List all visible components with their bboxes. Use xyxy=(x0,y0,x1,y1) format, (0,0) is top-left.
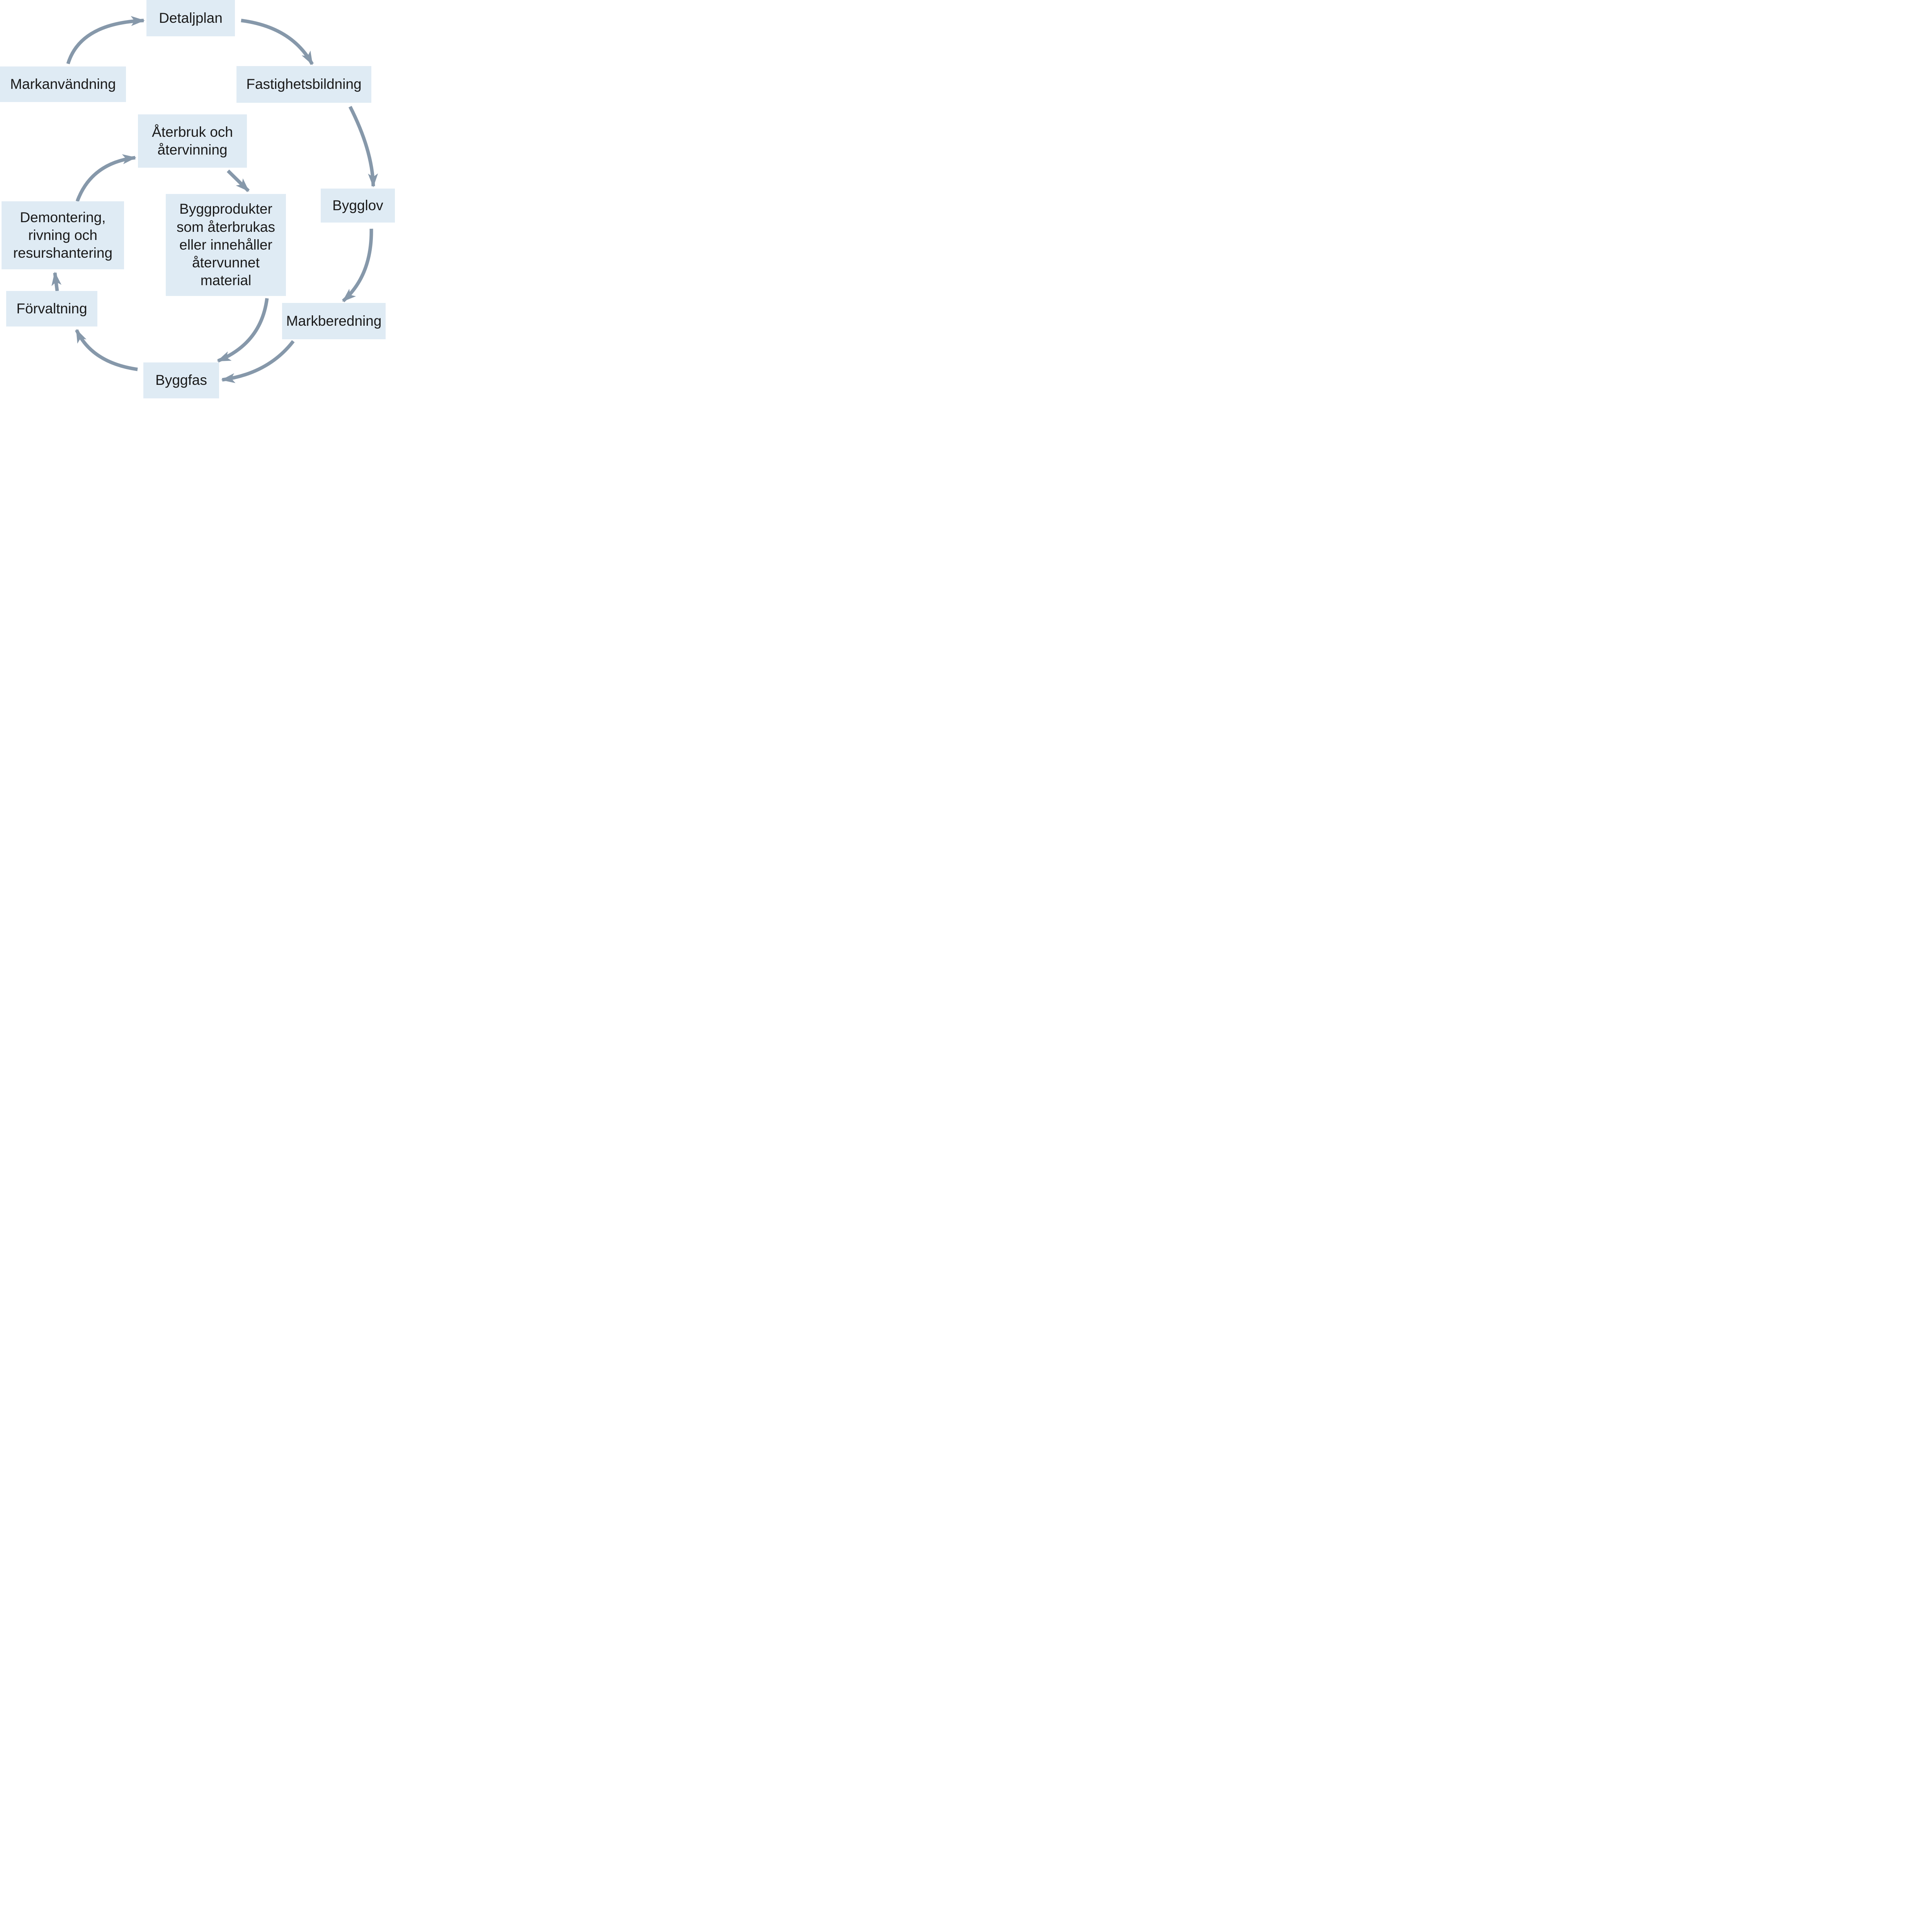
node-label-line: eller innehåller xyxy=(179,236,272,253)
node-label: Fastighetsbildning xyxy=(246,76,362,92)
node-byggprodukter: Byggprodukter som återbrukas eller inneh… xyxy=(166,194,286,296)
node-markanvandning: Markanvändning xyxy=(0,66,126,102)
arrows-layer xyxy=(51,16,378,383)
arrow-demontering-to-aterbruk xyxy=(75,154,136,202)
node-label-line: rivning och xyxy=(28,227,97,243)
node-label-line: återvinning xyxy=(157,142,228,158)
arrow-markanvandning-to-detaljplan xyxy=(66,16,145,65)
arrow-markberedning-to-byggfas xyxy=(221,340,295,383)
node-byggfas: Byggfas xyxy=(143,362,219,398)
node-forvaltning: Förvaltning xyxy=(6,291,97,327)
building-lifecycle-diagram: Detaljplan Markanvändning Fastighetsbild… xyxy=(0,0,395,398)
node-label-line: resurshantering xyxy=(13,245,113,261)
node-label-line: material xyxy=(200,272,252,289)
arrow-fastighetsbildning-to-bygglov xyxy=(348,105,378,187)
arrow-byggprodukter-to-byggfas xyxy=(217,298,269,363)
node-label: Markanvändning xyxy=(10,76,116,92)
arrow-bygglov-to-markberedning xyxy=(342,228,373,303)
node-label-line: återvunnet xyxy=(192,255,260,271)
node-label-line: Byggprodukter xyxy=(179,201,272,217)
node-label: Byggfas xyxy=(155,372,207,388)
node-label: Förvaltning xyxy=(16,300,87,316)
node-label: Bygglov xyxy=(332,197,383,213)
node-aterbruk-och-atervinning: Återbruk och återvinning xyxy=(138,114,247,168)
arrow-aterbruk-to-byggprodukter xyxy=(226,169,250,192)
arrow-forvaltning-to-demontering xyxy=(51,272,62,291)
node-fastighetsbildning: Fastighetsbildning xyxy=(236,66,371,103)
node-detaljplan: Detaljplan xyxy=(146,0,235,36)
node-markberedning: Markberedning xyxy=(282,303,386,339)
node-bygglov: Bygglov xyxy=(321,189,395,223)
node-label: Detaljplan xyxy=(159,10,223,26)
arrow-byggfas-to-forvaltning xyxy=(75,329,138,371)
node-label: Markberedning xyxy=(286,313,382,329)
arrow-detaljplan-to-fastighetsbildning xyxy=(241,19,314,65)
node-demontering: Demontering, rivning och resurshantering xyxy=(2,201,124,269)
node-label-line: som återbrukas xyxy=(177,219,275,235)
node-label-line: Demontering, xyxy=(20,209,106,225)
node-label-line: Återbruk och xyxy=(152,124,233,140)
